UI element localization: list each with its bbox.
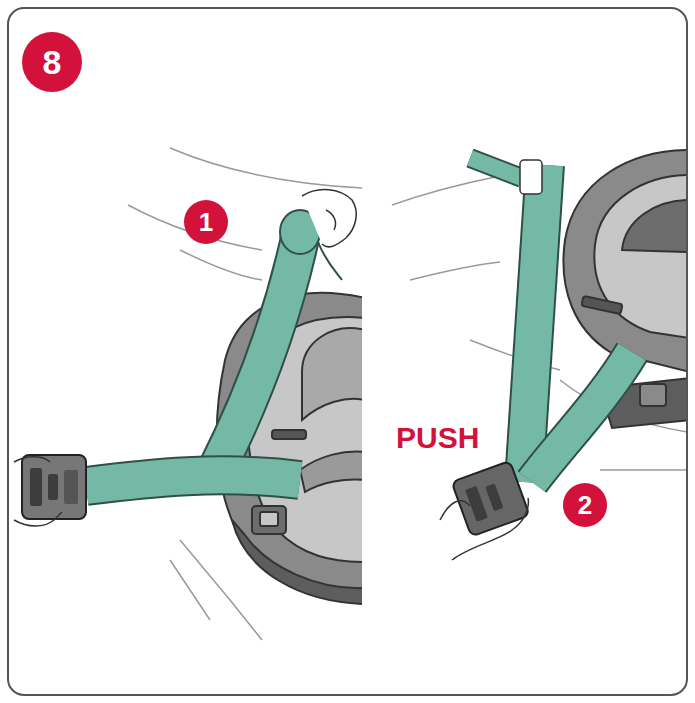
buckle-slot: [30, 468, 42, 506]
buckle-slot: [48, 474, 58, 500]
buckle-slot: [485, 483, 503, 511]
strap: [524, 165, 632, 482]
vehicle-seat-line: [392, 176, 500, 205]
buckle: [22, 455, 86, 519]
vehicle-seat-line: [600, 469, 686, 471]
belt-slot: [272, 430, 306, 439]
hand: [302, 190, 356, 247]
strap-outline: [470, 158, 522, 178]
frame: [8, 8, 687, 695]
buckle-slot: [64, 470, 78, 504]
seat-padding: [594, 175, 686, 338]
strap-outline: [524, 165, 545, 482]
strap: [86, 238, 300, 486]
callout-text: 2: [578, 492, 592, 518]
strap-tail: [318, 242, 342, 280]
seat-side: [300, 452, 362, 492]
right-panel: [392, 150, 686, 560]
hand: [440, 498, 528, 560]
callout-number: 1: [184, 200, 228, 244]
callout-text: 8: [43, 45, 62, 79]
strap-band: [532, 352, 632, 482]
action-label: PUSH: [394, 421, 481, 454]
tether-hook: [520, 160, 542, 194]
vehicle-seat-line: [180, 250, 262, 280]
strap-outline: [532, 352, 632, 482]
strap-outline: [214, 238, 300, 475]
hand-finger: [326, 210, 336, 230]
vehicle-seat-line: [410, 262, 500, 280]
isofix-connector: [640, 384, 666, 406]
strap-band: [524, 165, 545, 482]
seat-shell: [563, 150, 686, 372]
callout-number: 8: [22, 32, 82, 92]
vehicle-seat-line: [170, 148, 362, 188]
belt-slot: [581, 296, 622, 314]
strap-tab: [470, 158, 522, 178]
callout-text: 1: [199, 209, 213, 235]
headrest-cup: [622, 200, 686, 252]
hand: [14, 457, 62, 526]
left-panel: [14, 148, 362, 640]
strap-band: [86, 475, 300, 486]
vehicle-seat-line: [170, 560, 210, 620]
seat-base: [232, 520, 362, 604]
strap-band: [214, 238, 300, 475]
belt-guide: [252, 506, 286, 534]
belt-guide-hole: [260, 512, 278, 526]
headrest-pad: [302, 328, 362, 420]
callout-number: 2: [563, 483, 607, 527]
strap-outline: [86, 475, 300, 486]
buckle-body: [22, 455, 86, 519]
